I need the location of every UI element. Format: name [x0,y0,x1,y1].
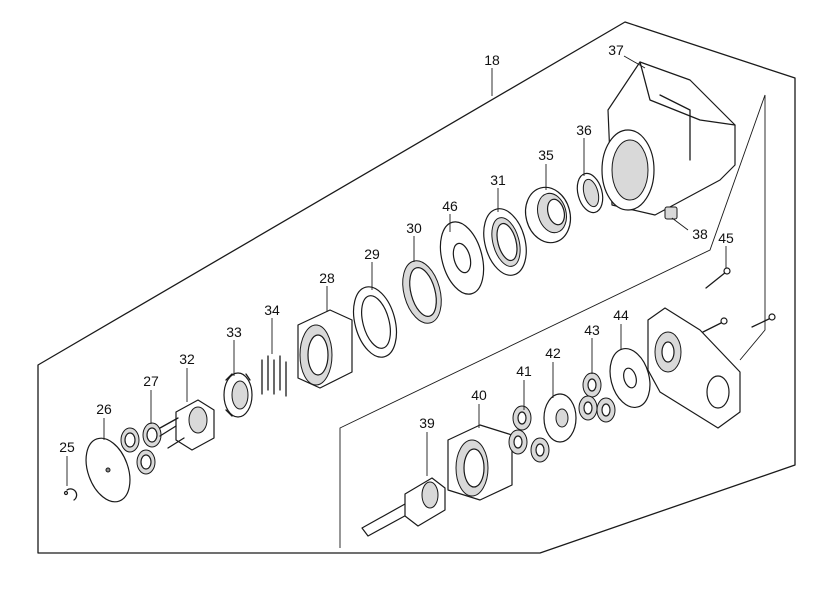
part-46-shim[interactable] [433,217,491,299]
part-31-bearing-ring[interactable] [477,204,533,280]
callout-43: 43 [584,322,600,338]
part-35-bearing[interactable] [520,182,577,247]
part-32-carrier[interactable] [159,399,215,451]
callout-labels: 18 25 26 27 32 33 34 28 29 30 46 31 35 3… [59,42,734,455]
callout-35: 35 [538,147,554,163]
callout-36: 36 [576,122,592,138]
part-25-snap-ring[interactable] [63,488,78,501]
callout-29: 29 [364,246,380,262]
part-29-locking-ring[interactable] [346,282,403,362]
part-27-planet-gears[interactable] [120,422,162,475]
callout-33: 33 [226,324,242,340]
part-40-ring-gear[interactable] [447,424,513,501]
part-38-bushing[interactable] [664,206,678,220]
part-26-disc[interactable] [78,432,138,508]
part-28-ring-gear[interactable] [297,309,353,389]
part-44-washer[interactable] [604,344,656,412]
callout-37: 37 [608,42,624,58]
end-cover-plate[interactable] [647,307,741,429]
callout-39: 39 [419,415,435,431]
callout-42: 42 [545,345,561,361]
callout-41: 41 [516,363,532,379]
assembly-frame-18 [37,21,796,554]
callout-25: 25 [59,439,75,455]
leader-lines [66,55,727,486]
callout-18: 18 [484,52,500,68]
callout-27: 27 [143,373,159,389]
callout-45: 45 [718,230,734,246]
callout-38: 38 [692,226,708,242]
part-42-carrier[interactable] [543,393,577,443]
callout-31: 31 [490,172,506,188]
callout-34: 34 [264,302,280,318]
callout-44: 44 [613,307,629,323]
part-43-planet-gears[interactable] [578,372,616,423]
part-33-sun-gear[interactable] [223,372,253,418]
callout-46: 46 [442,198,458,214]
callout-26: 26 [96,401,112,417]
part-34-pins[interactable] [261,355,287,397]
part-45-screws[interactable] [702,267,776,333]
sub-assembly-frame [339,94,766,548]
callout-40: 40 [471,387,487,403]
callout-30: 30 [406,220,422,236]
part-36-o-ring[interactable] [573,171,607,216]
part-39-output-shaft[interactable] [361,477,446,537]
part-30-seal-ring[interactable] [396,256,447,327]
callout-28: 28 [319,270,335,286]
part-41-planet-gears[interactable] [508,405,550,463]
callout-32: 32 [179,351,195,367]
part-37-gear-housing[interactable] [601,61,736,216]
